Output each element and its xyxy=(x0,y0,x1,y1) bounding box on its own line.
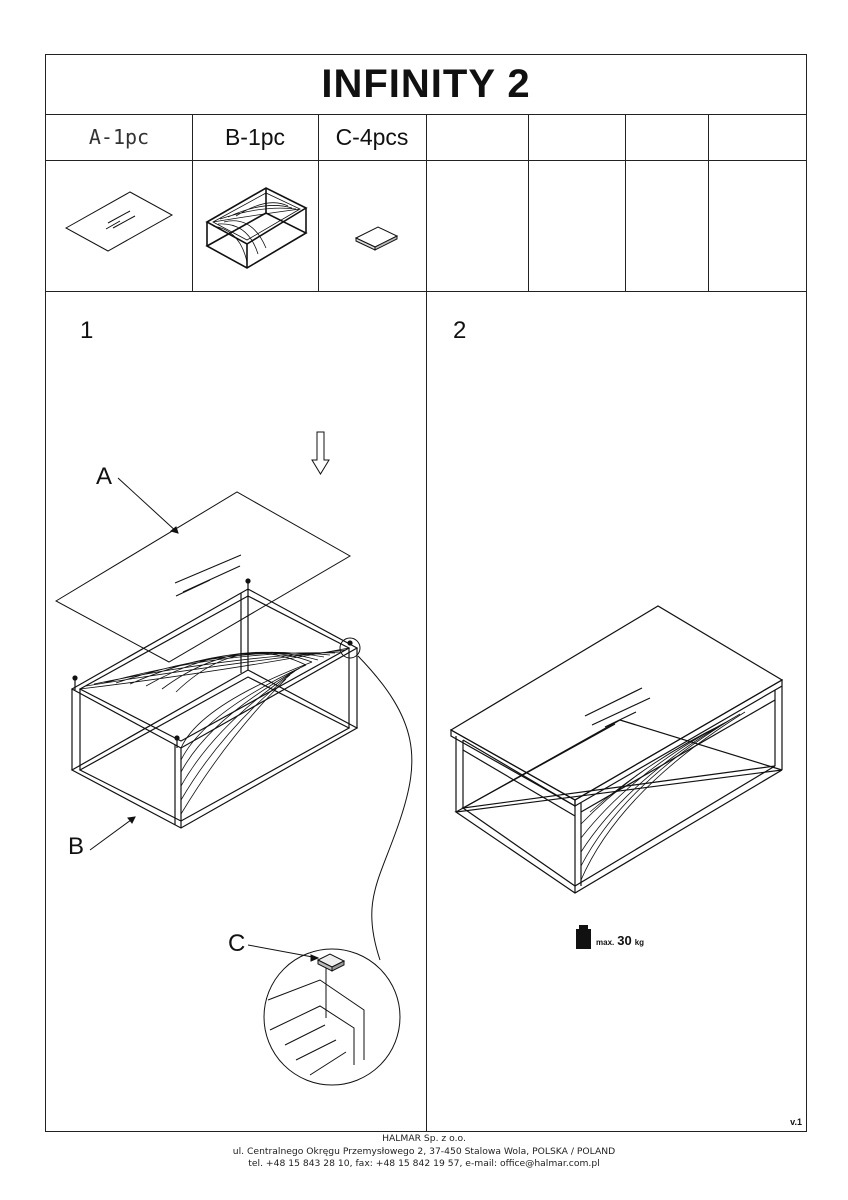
step1-frame xyxy=(70,578,359,829)
parts-col-divider xyxy=(528,114,529,291)
max-load-label: max. 30 kg xyxy=(596,933,644,948)
footer: HALMAR Sp. z o.o. ul. Centralnego Okręgu… xyxy=(0,1133,848,1171)
parts-col-divider xyxy=(708,114,709,291)
part-b-frame-icon xyxy=(205,187,308,269)
callout-b-leader xyxy=(89,816,136,851)
step-1-number: 1 xyxy=(80,317,94,344)
weight-icon xyxy=(576,925,591,949)
part-a-label: A-1pc xyxy=(88,125,150,149)
max-load-prefix: max. xyxy=(596,938,615,947)
part-c-pad-icon xyxy=(354,226,399,251)
parts-col-divider xyxy=(318,114,319,291)
part-b-label: B-1pc xyxy=(224,123,286,150)
footer-address: ul. Centralnego Okręgu Przemysłowego 2, … xyxy=(232,1145,616,1157)
max-load-unit: kg xyxy=(634,938,645,947)
steps-col-divider xyxy=(426,114,427,1132)
parts-col-divider xyxy=(625,114,626,291)
detail-marker xyxy=(339,637,361,659)
parts-col-divider xyxy=(192,114,193,291)
detail-leader xyxy=(357,655,413,961)
callout-c-leader xyxy=(247,944,319,959)
down-arrow-icon xyxy=(311,431,330,475)
max-load-value: 30 xyxy=(617,933,632,948)
step-2-number: 2 xyxy=(453,317,467,344)
callout-b-label: B xyxy=(68,833,85,860)
callout-a-leader xyxy=(117,477,179,534)
footer-company: HALMAR Sp. z o.o. xyxy=(382,1133,466,1144)
version-label: v.1 xyxy=(790,1117,802,1127)
footer-contact: tel. +48 15 843 28 10, fax: +48 15 842 1… xyxy=(248,1158,600,1169)
step2-assembled-table xyxy=(449,605,784,894)
part-a-glass-icon xyxy=(64,191,174,252)
instruction-sheet: INFINITY 2 A-1pc B-1pc C-4pcs 1 2 v.1 xyxy=(45,54,807,1132)
detail-zoom xyxy=(263,948,401,1086)
callout-a-label: A xyxy=(96,463,113,490)
callout-c-label: C xyxy=(228,930,246,957)
step1-glass-top xyxy=(54,491,352,663)
part-c-label: C-4pcs xyxy=(335,123,409,150)
